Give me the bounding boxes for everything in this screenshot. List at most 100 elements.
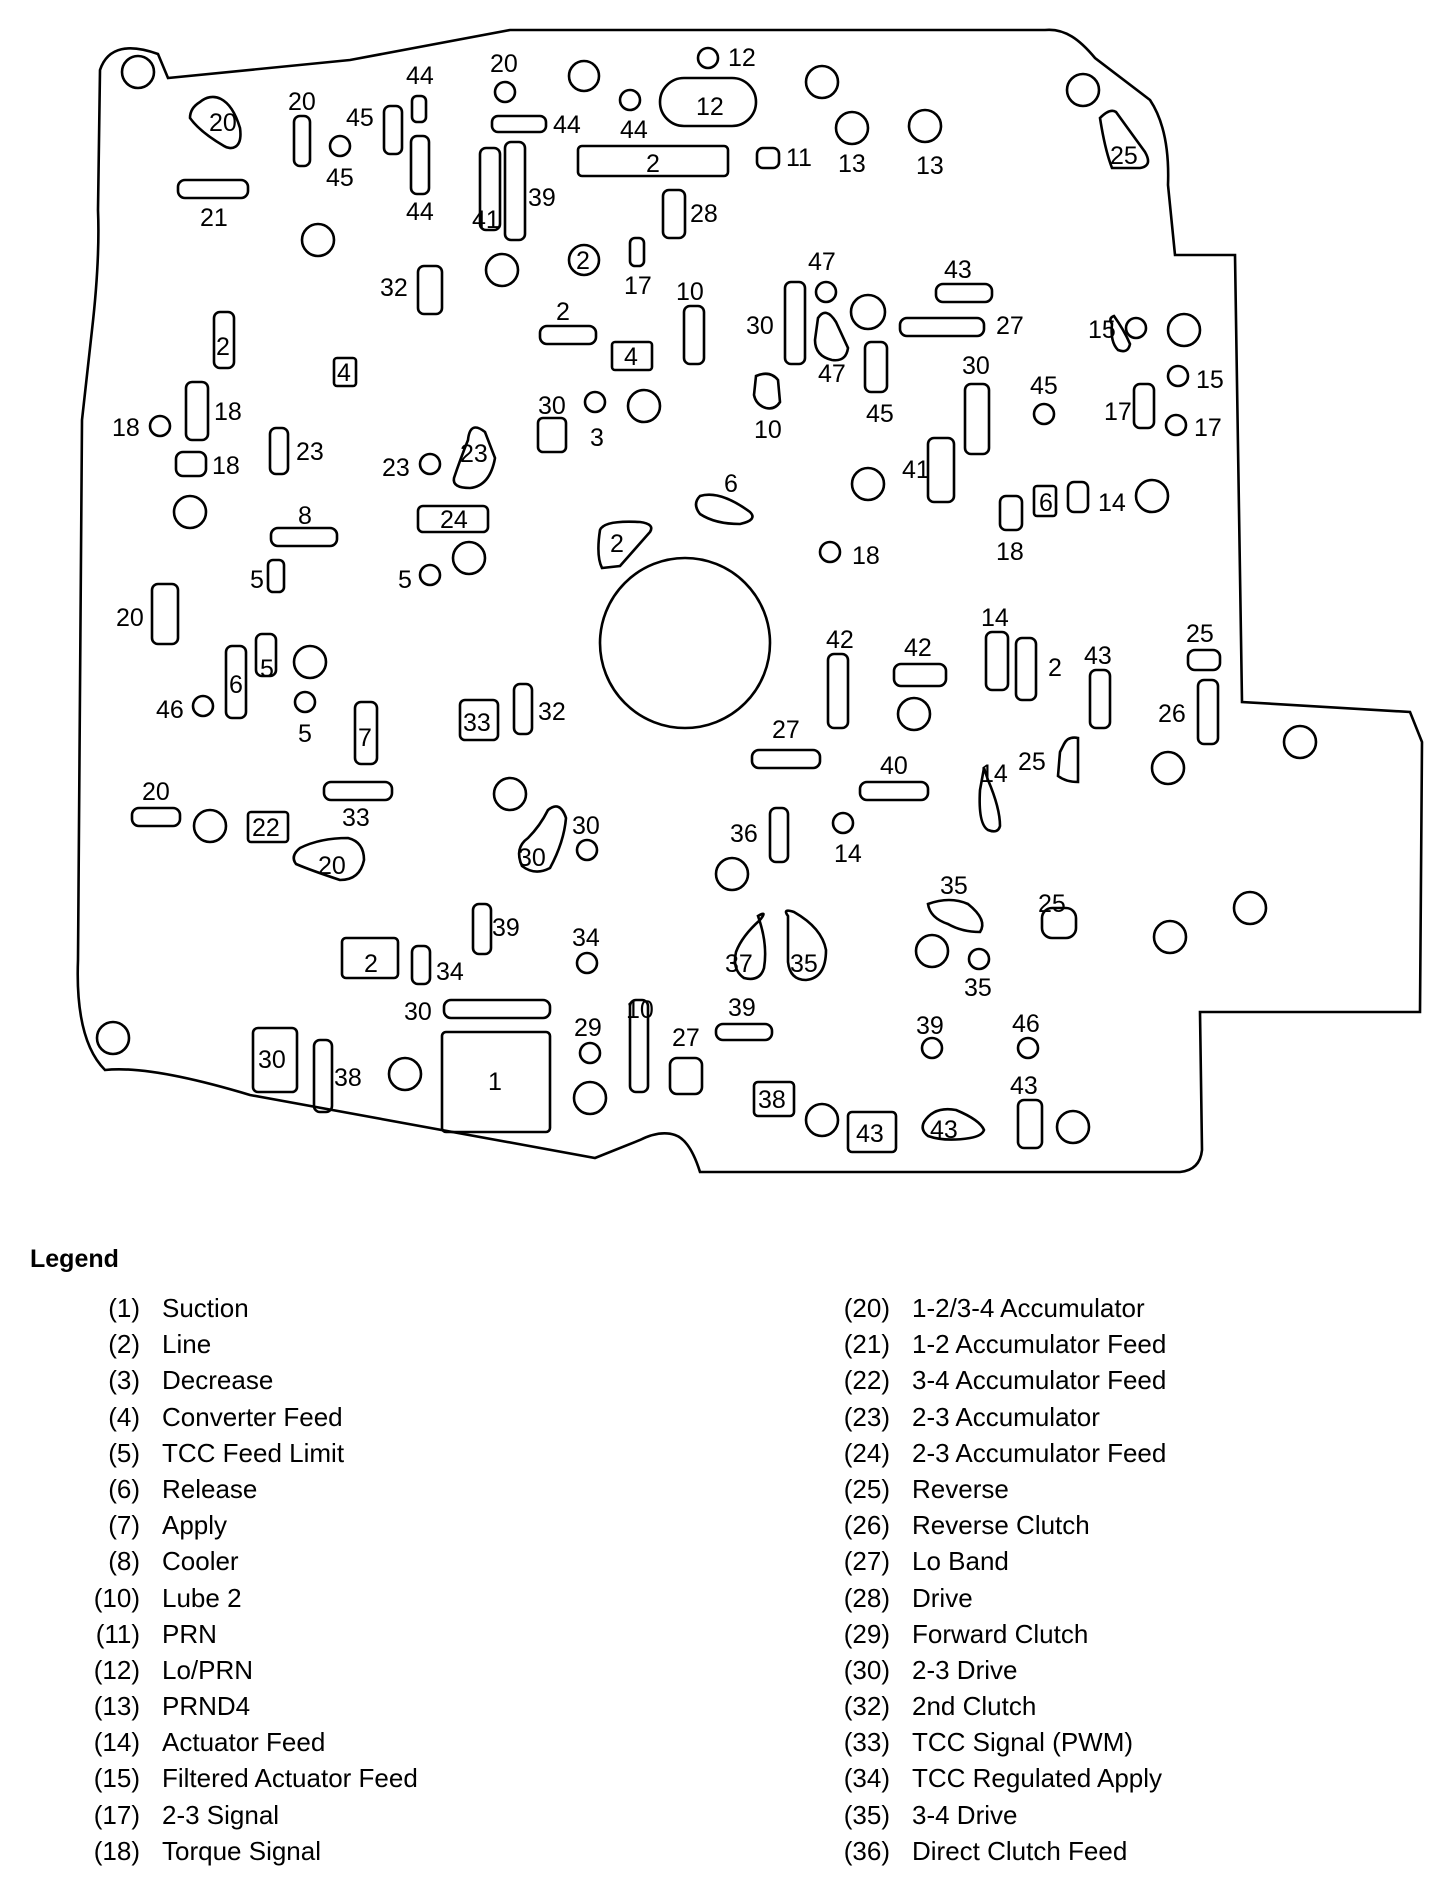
- legend-item-label: Converter Feed: [162, 1401, 343, 1432]
- legend-item-number: (2): [108, 1329, 140, 1360]
- legend-item-label: TCC Signal (PWM): [912, 1727, 1134, 1758]
- hole-label-32: 32: [380, 274, 408, 302]
- hole-label-42: 42: [904, 634, 932, 662]
- hole-label-45: 45: [326, 164, 354, 192]
- bolt-hole: [120, 54, 156, 90]
- legend-item: (34)TCC Regulated Apply: [820, 1760, 1166, 1796]
- hole-label-13: 13: [916, 152, 944, 180]
- hole-label-18: 18: [996, 538, 1024, 566]
- hole-label-18: 18: [212, 452, 240, 480]
- legend-item-label: Line: [162, 1329, 212, 1360]
- square-holes: [246, 340, 1058, 1154]
- bolt-hole: [1282, 724, 1318, 760]
- legend-item: (30)2-3 Drive: [820, 1652, 1166, 1688]
- legend-item-label: Decrease: [162, 1365, 274, 1396]
- hole-label-43: 43: [1084, 642, 1112, 670]
- legend-item: (13)PRND4: [70, 1688, 418, 1724]
- legend-item: (24) 2-3 Accumulator Feed: [820, 1435, 1167, 1471]
- hole-label-45: 45: [346, 104, 374, 132]
- legend-item: (10)Lube 2: [70, 1580, 418, 1616]
- circled-label-ring: [567, 243, 601, 277]
- legend-item-label: Filtered Actuator Feed: [162, 1763, 418, 1794]
- hole-label-2: 2: [1048, 654, 1062, 682]
- hole-label-20: 20: [116, 604, 144, 632]
- legend-item-number: (3): [108, 1365, 140, 1396]
- legend-item-label: PRN: [162, 1618, 217, 1649]
- legend-item-number: (32): [843, 1691, 890, 1722]
- legend-item: (1)Suction: [70, 1290, 418, 1326]
- hole-label-11: 11: [786, 144, 812, 172]
- slots: [130, 76, 1222, 1150]
- legend-item: (36)Direct Clutch Feed: [820, 1833, 1166, 1869]
- center-bore: [598, 556, 772, 730]
- hole-label-47: 47: [818, 360, 846, 388]
- legend-item: (29)Forward Clutch: [820, 1616, 1166, 1652]
- hole-label-38: 38: [334, 1064, 362, 1092]
- hole-label-2: 2: [216, 333, 230, 361]
- legend-item-label: Torque Signal: [162, 1835, 321, 1866]
- legend-item: (32)2nd Clutch: [820, 1688, 1166, 1724]
- hole-label-18: 18: [214, 398, 242, 426]
- legend-item-label: 2-3 Accumulator: [912, 1401, 1100, 1432]
- hole-label-43: 43: [930, 1116, 958, 1144]
- legend-item-label: 2-3 Accumulator Feed: [912, 1437, 1167, 1468]
- hole-label-6: 6: [1039, 489, 1053, 517]
- hole-label-33: 33: [463, 709, 491, 737]
- legend-item-number: (1): [108, 1293, 140, 1323]
- legend-item: (26)Reverse Clutch: [820, 1507, 1166, 1543]
- legend-item-number: (4): [108, 1401, 140, 1432]
- legend-item-label: Release: [162, 1473, 258, 1504]
- legend-item-number: (8): [108, 1546, 140, 1577]
- hole-label-25: 25: [1038, 890, 1066, 918]
- hole-label-3: 3: [590, 424, 604, 452]
- legend-item-number: (20): [843, 1293, 890, 1323]
- hole-label-46: 46: [1012, 1010, 1040, 1038]
- hole-label-29: 29: [574, 1014, 602, 1042]
- hole-label-37: 37: [725, 950, 753, 978]
- legend-item-label: TCC Feed Limit: [162, 1437, 345, 1468]
- hole-label-2: 2: [610, 530, 624, 558]
- hole-label-14: 14: [1098, 489, 1126, 517]
- legend-item: (12)Lo/PRN: [70, 1652, 418, 1688]
- hole-label-43: 43: [944, 256, 972, 284]
- hole-label-25: 25: [1018, 748, 1046, 776]
- legend-item: (25)Reverse: [820, 1471, 1166, 1507]
- hole-label-39: 39: [728, 994, 756, 1022]
- legend-item-label: Lo/PRN: [162, 1654, 254, 1685]
- hole-labels: 20 20 45 45 44 44 20 44 44 12 12 2 11 13…: [112, 44, 1224, 1148]
- legend-item-number: (21): [843, 1329, 890, 1360]
- hole-label-23: 23: [460, 440, 488, 468]
- hole-label-32: 32: [538, 698, 566, 726]
- hole-label-40: 40: [880, 752, 908, 780]
- hole-label-4: 4: [624, 343, 638, 371]
- hole-label-17: 17: [1104, 398, 1132, 426]
- hole-label-27: 27: [996, 312, 1024, 340]
- hole-label-5: 5: [250, 566, 264, 594]
- legend-item-label: Lube 2: [162, 1582, 242, 1613]
- hole-label-35: 35: [964, 974, 992, 1002]
- hole-label-35: 35: [940, 872, 968, 900]
- legend-item-label: Direct Clutch Feed: [912, 1835, 1128, 1866]
- legend-item: (6)Release: [70, 1471, 418, 1507]
- legend-item-label: Reverse: [912, 1473, 1009, 1504]
- legend-item-label: 3-4 Drive: [912, 1799, 1018, 1830]
- legend-item: (28)Drive: [820, 1580, 1166, 1616]
- legend-item-label: Lo Band: [912, 1546, 1009, 1577]
- legend-item: (15)Filtered Actuator Feed: [70, 1760, 418, 1796]
- hole-label-6: 6: [229, 671, 243, 699]
- legend-item: (2) Line: [70, 1326, 418, 1362]
- hole-label-30: 30: [746, 312, 774, 340]
- legend-item-label: 2-3 Signal: [162, 1799, 280, 1830]
- valve-body-diagram: 20 20 45 45 44 44 20 44 44 12 12 2 11 13…: [76, 28, 1424, 1174]
- legend-item-label: 3-4 Accumulator Feed: [912, 1365, 1167, 1396]
- legend-item-label: TCC Regulated Apply: [912, 1763, 1163, 1794]
- legend-item-number: (24): [843, 1437, 890, 1468]
- round-holes: [172, 59, 1268, 1145]
- hole-label-2: 2: [646, 150, 660, 178]
- hole-label-38: 38: [758, 1086, 786, 1114]
- legend-item-number: (5): [108, 1437, 140, 1468]
- hole-label-44: 44: [620, 116, 648, 144]
- legend-item-number: (28): [843, 1582, 890, 1613]
- hole-label-27: 27: [772, 716, 800, 744]
- legend-item: (7)Apply: [70, 1507, 418, 1543]
